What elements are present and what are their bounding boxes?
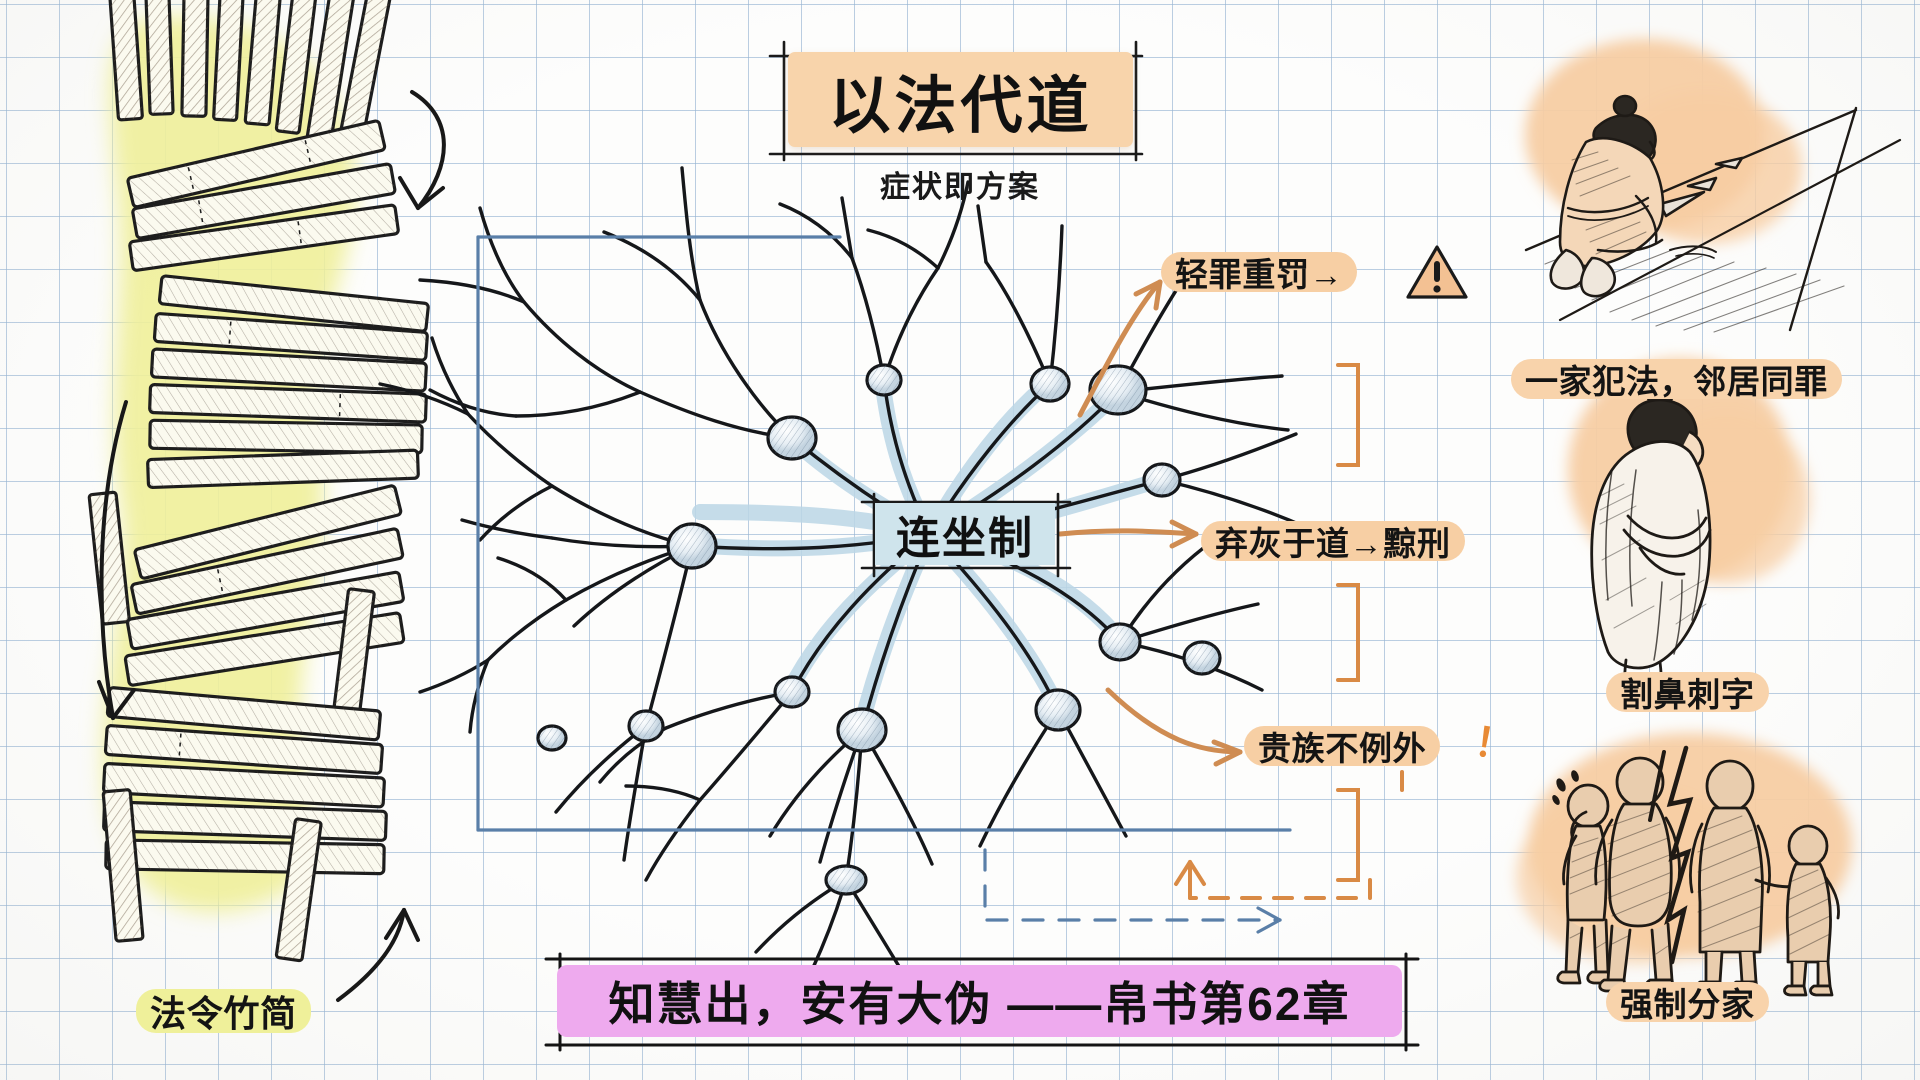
arrow-curve-top <box>410 90 446 210</box>
caption-right-2-text: 割鼻刺字 <box>1620 676 1755 713</box>
bracket-1 <box>1336 363 1360 467</box>
branch-2-text: 弃灰于道→黥刑 <box>1215 525 1451 562</box>
arrow-curve-left <box>99 400 128 720</box>
caption-right-1-text: 一家犯法，邻居同罪 <box>1525 363 1828 400</box>
center-node-group <box>858 492 1074 578</box>
flow-arrow-dashed-blue <box>983 848 1282 922</box>
branch-1-highlight <box>1161 251 1358 293</box>
flow-dashed-orange <box>1188 878 1372 900</box>
branch-3-exclamation: ！ <box>1465 712 1517 770</box>
quote-text: 知慧出，安有大伪 ——帛书第62章 <box>608 978 1351 1030</box>
caption-right-1-highlight <box>1511 358 1842 400</box>
bracket-2 <box>1336 583 1360 682</box>
page-subtitle: 症状即方案 <box>880 171 1040 204</box>
branch-label-1[interactable]: 轻罪重罚→ <box>1161 248 1358 296</box>
branch-1-text: 轻罪重罚→ <box>1175 256 1344 293</box>
title-block: 以法代道 症状即方案 <box>768 40 1150 204</box>
caption-bamboo-highlight <box>136 989 311 1033</box>
connector-to-branch-2 <box>1057 528 1199 537</box>
network-nodes <box>536 363 1222 896</box>
caption-right-3: 强制分家 <box>1606 978 1769 1026</box>
warning-triangle-icon <box>1406 245 1468 299</box>
branch-3-highlight <box>1244 725 1441 767</box>
bracket-3 <box>1336 788 1360 882</box>
caption-right-2-highlight <box>1606 671 1769 713</box>
page-title: 以法代道 <box>828 71 1093 141</box>
caption-right-3-highlight <box>1606 981 1769 1023</box>
branch-label-2[interactable]: 弃灰于道→黥刑 <box>1201 517 1465 565</box>
caption-right-2: 割鼻刺字 <box>1606 668 1769 716</box>
center-node-label[interactable]: 连坐制 <box>875 503 1055 565</box>
caption-right-3-text: 强制分家 <box>1620 986 1755 1023</box>
caption-bamboo-slips: 法令竹简 <box>136 985 311 1037</box>
quote-banner: 知慧出，安有大伪 ——帛书第62章 <box>557 965 1402 1037</box>
connector-to-branch-3 <box>1105 687 1243 755</box>
branch-2-highlight <box>1201 520 1465 562</box>
branch-label-3[interactable]: 贵族不例外 <box>1244 722 1441 770</box>
quote-highlight <box>557 965 1402 1037</box>
dendrite-branches <box>378 166 1310 972</box>
caption-right-1: 一家犯法，邻居同罪 <box>1511 355 1842 403</box>
title-highlight <box>788 52 1133 147</box>
center-node-corner-marks <box>860 492 1072 578</box>
arrow-curve-bottom <box>336 908 406 1002</box>
caption-bamboo-text: 法令竹简 <box>150 993 297 1034</box>
branch-3-text: 贵族不例外 <box>1258 730 1427 767</box>
exclamation-mark-icon: ！ <box>1471 720 1518 770</box>
connector-to-branch-1 <box>1077 279 1163 418</box>
